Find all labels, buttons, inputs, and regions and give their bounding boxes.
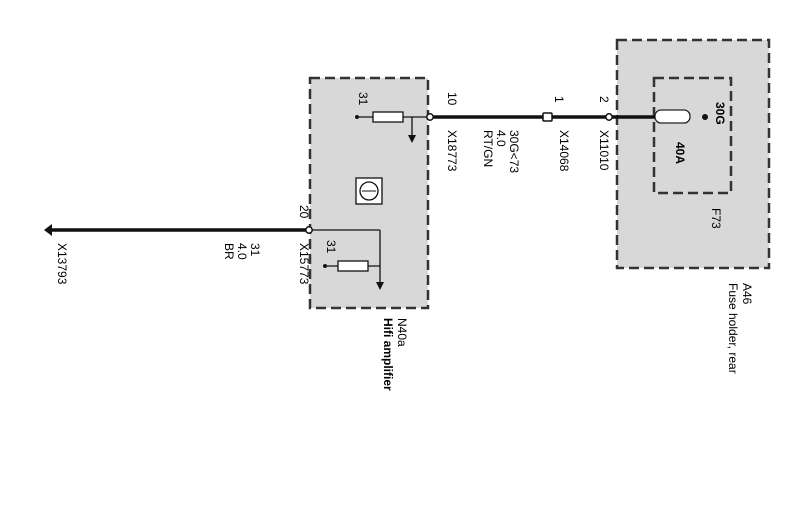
fuse-terminal-label: 30G: [713, 102, 727, 125]
connector-x14068-id: X14068: [557, 130, 571, 172]
ground-wire-signal: 31: [248, 243, 262, 257]
fuse-terminal-dot: [702, 114, 708, 120]
amplifier-symbol-circle: [359, 181, 379, 201]
x15773-arrow-head: [376, 282, 384, 290]
fuse-rating-label: 40A: [673, 142, 687, 164]
amplifier-id-label: N40a: [395, 318, 409, 347]
fuse-symbol: [654, 109, 691, 124]
ground-wire-size: 4.0: [235, 243, 249, 260]
connector-x18773-pin: 10: [445, 92, 459, 106]
x18773-ground-dot: [355, 115, 359, 119]
connector-x11010-pin: 2: [597, 96, 611, 103]
connector-x11010-id: X11010: [597, 130, 611, 171]
supply-wire-signal: 30G<73: [507, 130, 521, 173]
connector-x18773-symbol: [426, 113, 434, 121]
connector-x11010-symbol: [605, 113, 613, 121]
connector-x13793-id: X13793: [55, 243, 69, 285]
amplifier-description-label: Hifi amplifier: [381, 318, 395, 391]
connector-x15773-symbol: [305, 226, 313, 234]
x15773-internal-label: 31: [324, 240, 338, 254]
ground-wire-color: BR: [222, 243, 236, 260]
x15773-resistor: [337, 260, 369, 272]
connector-x15773-pin: 20: [297, 205, 311, 219]
x18773-internal-label: 31: [356, 92, 370, 106]
fuse-holder-description-label: Fuse holder, rear: [726, 283, 740, 374]
fuse-box: [652, 76, 733, 195]
supply-wire-size: 4.0: [494, 130, 508, 147]
x18773-arrow-head: [408, 135, 416, 143]
connector-x14068-symbol: [542, 112, 553, 122]
x18773-resistor: [372, 111, 404, 123]
connector-x14068-pin: 1: [552, 96, 566, 103]
fuse-holder-box: [615, 38, 771, 270]
connector-x15773-id: X15773: [297, 243, 311, 285]
fuse-holder-id-label: A46: [740, 283, 754, 305]
connector-x18773-id: X18773: [445, 130, 459, 172]
connector-x13793-symbol: [44, 224, 52, 236]
fuse-id-label: F73: [709, 208, 723, 229]
supply-wire-color: RT/GN: [481, 130, 495, 167]
x15773-ground-dot: [323, 264, 327, 268]
